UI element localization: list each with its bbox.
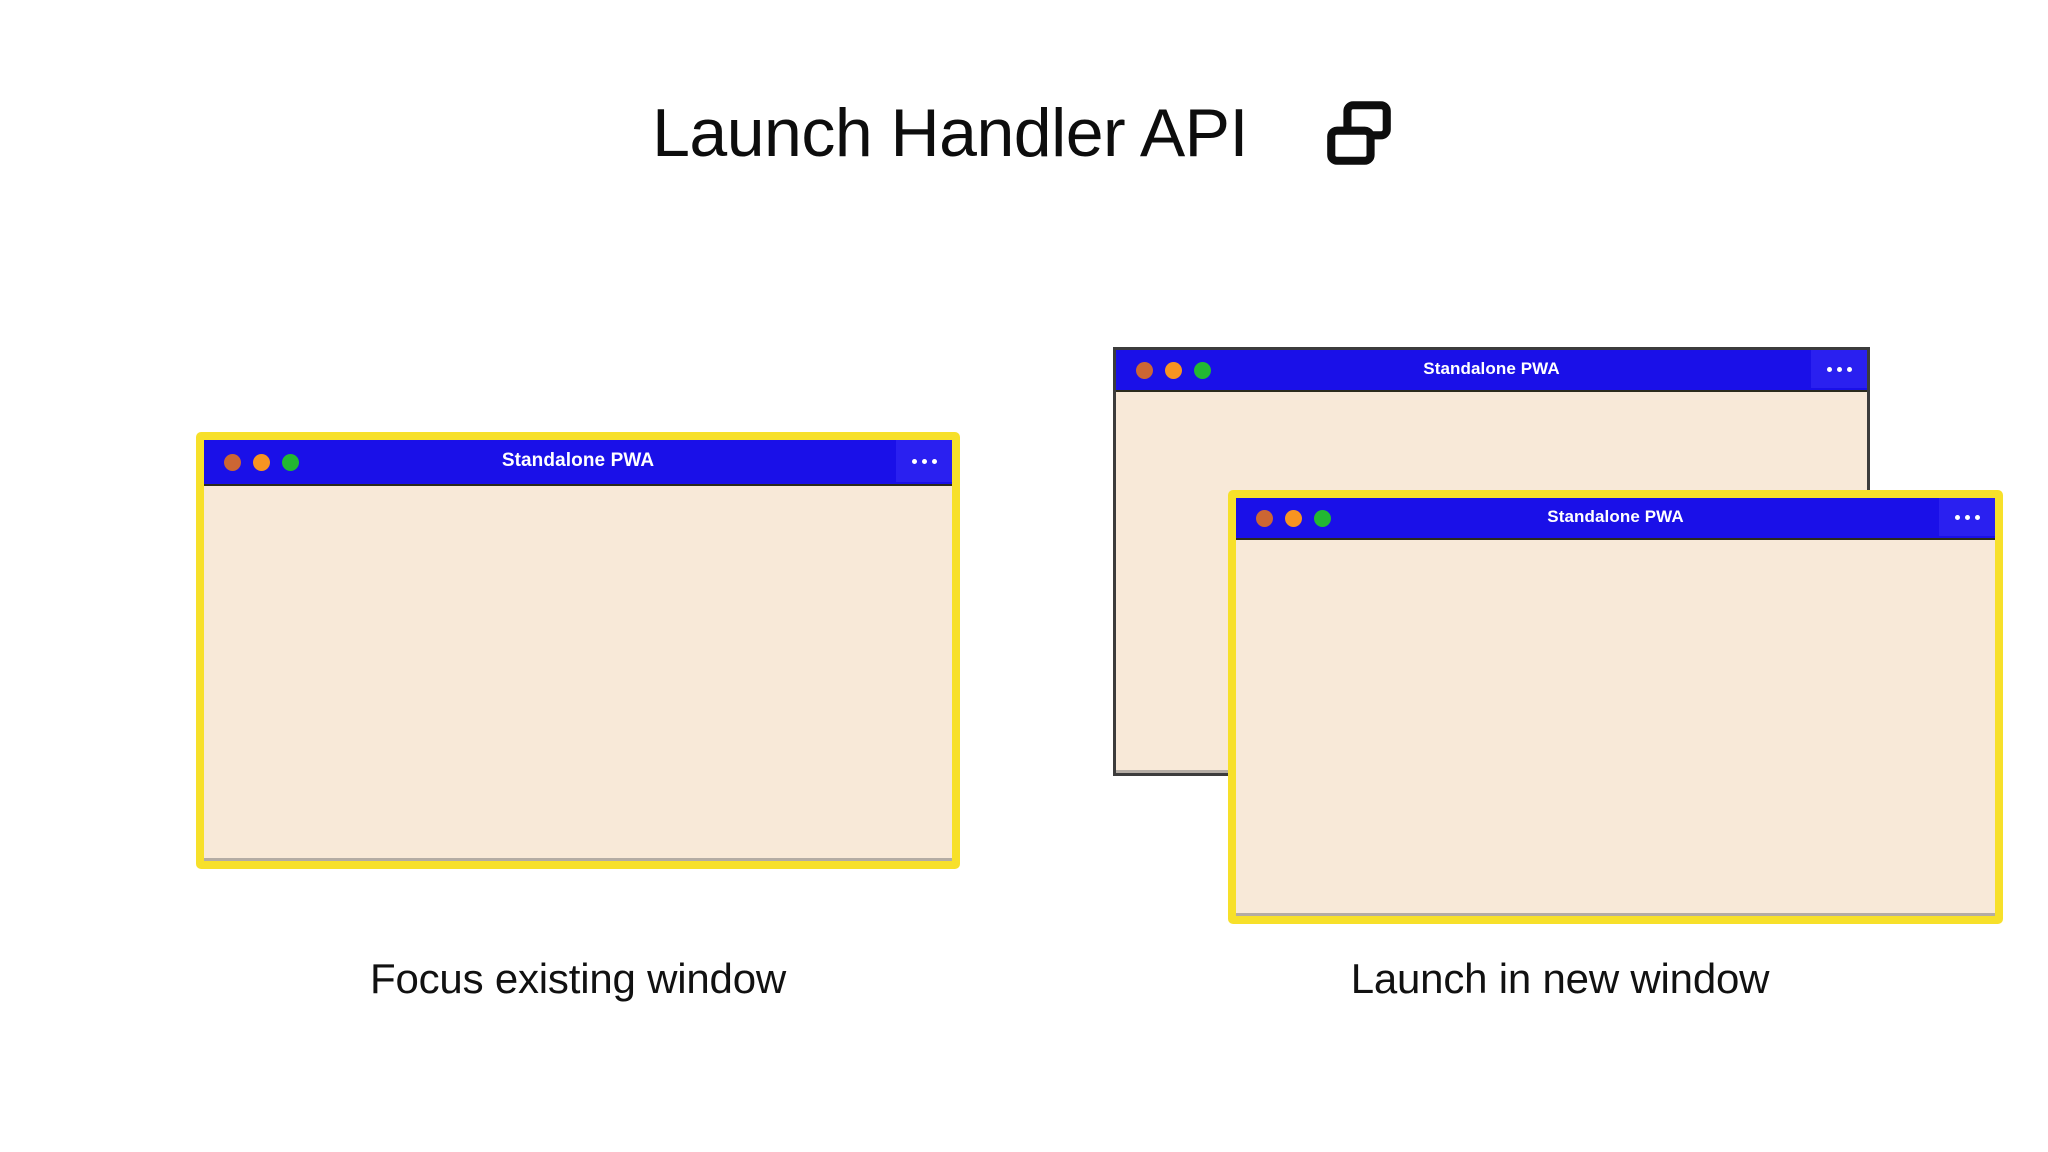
minimize-button[interactable] (253, 453, 270, 471)
window-titlebar[interactable]: Standalone PWA (1116, 350, 1867, 392)
menu-dot (1836, 366, 1842, 372)
traffic-lights (1136, 361, 1211, 379)
maximize-button[interactable] (282, 453, 299, 471)
two-windows-icon (1327, 101, 1391, 165)
menu-dot (1964, 514, 1970, 520)
window-focus-existing[interactable]: Standalone PWA (196, 432, 960, 869)
page-title: Launch Handler API (652, 95, 1248, 171)
window-inner: Standalone PWA (204, 440, 952, 861)
close-button[interactable] (1256, 509, 1273, 527)
window-title: Standalone PWA (501, 450, 655, 471)
window-content-area (1236, 540, 1995, 916)
traffic-lights (224, 453, 299, 471)
menu-dot (1826, 366, 1832, 372)
overflow-menu-icon[interactable] (1811, 350, 1867, 388)
window-titlebar[interactable]: Standalone PWA (204, 440, 952, 486)
window-inner: Standalone PWA (1236, 498, 1995, 916)
menu-dot (1954, 514, 1960, 520)
page-title-row: Launch Handler API (0, 96, 2048, 170)
menu-dot (931, 458, 937, 464)
close-button[interactable] (1136, 361, 1153, 379)
window-content-area (204, 486, 952, 861)
minimize-button[interactable] (1285, 509, 1302, 527)
menu-dot (921, 458, 927, 464)
overflow-menu-icon[interactable] (1939, 498, 1995, 536)
menu-dot (1846, 366, 1852, 372)
caption-launch-in-new-window: Launch in new window (1350, 955, 1770, 1002)
menu-dot (911, 458, 917, 464)
maximize-button[interactable] (1314, 509, 1331, 527)
window-titlebar[interactable]: Standalone PWA (1236, 498, 1995, 540)
menu-dot (1974, 514, 1980, 520)
window-title: Standalone PWA (1423, 359, 1560, 378)
caption-focus-existing-window: Focus existing window (370, 955, 786, 1002)
minimize-button[interactable] (1165, 361, 1182, 379)
maximize-button[interactable] (1194, 361, 1211, 379)
window-title: Standalone PWA (1547, 507, 1684, 526)
close-button[interactable] (224, 453, 241, 471)
traffic-lights (1256, 509, 1331, 527)
overflow-menu-icon[interactable] (896, 440, 952, 482)
window-launched-new[interactable]: Standalone PWA (1228, 490, 2003, 924)
